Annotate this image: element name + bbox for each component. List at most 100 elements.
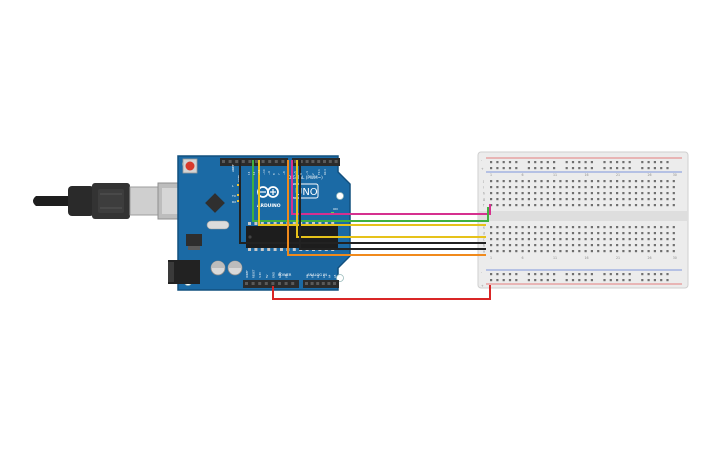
terminal-hole[interactable] [540, 186, 543, 189]
terminal-hole[interactable] [515, 186, 518, 189]
header-pin[interactable] [264, 282, 268, 285]
terminal-hole[interactable] [653, 232, 656, 235]
terminal-hole[interactable] [672, 238, 675, 241]
terminal-hole[interactable] [540, 180, 543, 183]
terminal-hole[interactable] [653, 186, 656, 189]
terminal-hole[interactable] [672, 250, 675, 253]
terminal-hole[interactable] [534, 192, 537, 195]
terminal-hole[interactable] [502, 186, 505, 189]
rail-hole[interactable] [590, 167, 593, 170]
terminal-hole[interactable] [578, 186, 581, 189]
terminal-hole[interactable] [521, 250, 524, 253]
terminal-hole[interactable] [571, 186, 575, 189]
header-pin[interactable] [311, 160, 315, 163]
terminal-hole[interactable] [603, 238, 606, 241]
terminal-hole[interactable] [653, 238, 656, 241]
terminal-hole[interactable] [553, 232, 556, 235]
terminal-hole[interactable] [584, 238, 587, 241]
terminal-hole[interactable] [622, 180, 625, 183]
chip-leg[interactable] [248, 222, 251, 225]
terminal-hole[interactable] [546, 198, 549, 201]
rail-hole[interactable] [508, 279, 512, 282]
terminal-hole[interactable] [672, 192, 675, 195]
terminal-hole[interactable] [546, 238, 549, 241]
header-pin[interactable] [241, 160, 245, 163]
terminal-hole[interactable] [553, 244, 556, 247]
wire-yellow-pin6[interactable] [296, 160, 486, 238]
rail-hole[interactable] [584, 167, 587, 170]
terminal-hole[interactable] [559, 244, 562, 247]
terminal-hole[interactable] [634, 232, 638, 235]
terminal-hole[interactable] [565, 226, 568, 229]
rail-hole[interactable] [502, 167, 505, 170]
analog-header[interactable] [303, 280, 339, 288]
terminal-hole[interactable] [496, 198, 499, 201]
wire-green[interactable] [252, 160, 489, 222]
rail-hole[interactable] [590, 161, 593, 164]
rail-hole[interactable] [647, 279, 650, 282]
terminal-hole[interactable] [521, 192, 524, 195]
terminal-hole[interactable] [628, 238, 631, 241]
terminal-hole[interactable] [628, 204, 631, 207]
terminal-hole[interactable] [584, 244, 587, 247]
terminal-hole[interactable] [584, 232, 587, 235]
terminal-hole[interactable] [534, 180, 537, 183]
terminal-hole[interactable] [622, 198, 625, 201]
terminal-hole[interactable] [490, 192, 493, 195]
rail-hole[interactable] [502, 279, 505, 282]
header-pin[interactable] [222, 160, 225, 163]
wires[interactable] [239, 160, 491, 300]
rail-hole[interactable] [534, 167, 537, 170]
terminal-hole[interactable] [653, 198, 656, 201]
chip-leg[interactable] [260, 248, 264, 251]
rail-hole[interactable] [666, 161, 669, 164]
terminal-hole[interactable] [647, 232, 650, 235]
terminal-hole[interactable] [628, 192, 631, 195]
rail-hole[interactable] [546, 167, 549, 170]
terminal-hole[interactable] [666, 244, 669, 247]
rail-hole[interactable] [653, 167, 656, 170]
header-pin[interactable] [258, 282, 262, 285]
rail-hole[interactable] [609, 273, 612, 276]
terminal-hole[interactable] [521, 238, 524, 241]
terminal-hole[interactable] [540, 198, 543, 201]
rail-hole[interactable] [653, 273, 656, 276]
rail-hole[interactable] [534, 279, 537, 282]
terminal-hole[interactable] [597, 198, 600, 201]
terminal-hole[interactable] [609, 180, 612, 183]
rail-hole[interactable] [660, 273, 663, 276]
rail-hole[interactable] [534, 273, 537, 276]
terminal-hole[interactable] [647, 198, 650, 201]
rail-hole[interactable] [578, 167, 581, 170]
rail-hole[interactable] [660, 279, 663, 282]
terminal-hole[interactable] [521, 180, 524, 183]
wire-magenta[interactable] [291, 160, 491, 215]
header-pin[interactable] [268, 160, 272, 163]
terminal-hole[interactable] [584, 198, 587, 201]
header-pin[interactable] [333, 282, 336, 285]
rail-hole[interactable] [546, 273, 549, 276]
rail-hole[interactable] [628, 161, 631, 164]
terminal-hole[interactable] [597, 232, 600, 235]
header-pin[interactable] [299, 160, 303, 163]
terminal-hole[interactable] [609, 198, 612, 201]
chip-leg[interactable] [273, 222, 277, 225]
terminal-hole[interactable] [559, 180, 562, 183]
rail-hole[interactable] [628, 167, 631, 170]
terminal-hole[interactable] [502, 204, 505, 207]
breadboard[interactable]: + - - + 116611111616212126263030jihgfedc… [477, 151, 689, 289]
reset-button-icon[interactable] [182, 158, 198, 174]
terminal-hole[interactable] [628, 244, 631, 247]
rail-hole[interactable] [622, 273, 625, 276]
terminal-hole[interactable] [534, 204, 537, 207]
terminal-hole[interactable] [527, 198, 530, 201]
rail-hole[interactable] [515, 279, 518, 282]
terminal-hole[interactable] [496, 180, 499, 183]
rail-hole[interactable] [647, 273, 650, 276]
header-pin[interactable] [294, 160, 297, 163]
terminal-hole[interactable] [660, 204, 663, 207]
rail-hole[interactable] [641, 273, 644, 276]
chip-leg[interactable] [267, 222, 271, 225]
terminal-hole[interactable] [515, 192, 518, 195]
